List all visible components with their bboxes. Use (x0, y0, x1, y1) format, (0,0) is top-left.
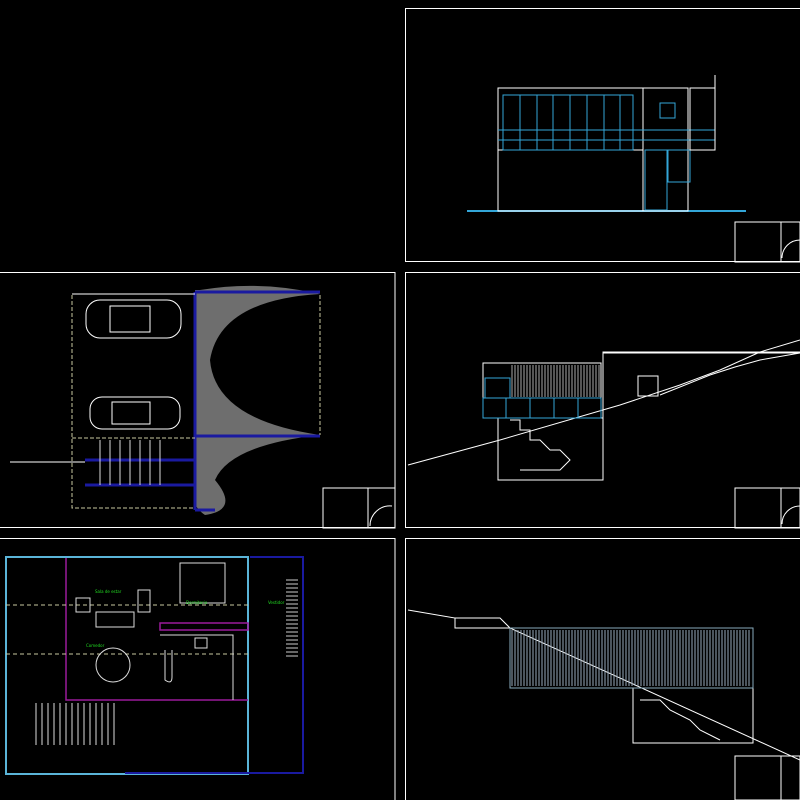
title-block (734, 755, 800, 800)
elevation-drawing (467, 75, 746, 212)
sheet-front-elevation[interactable] (405, 8, 800, 263)
stairs (35, 703, 115, 745)
section-drawing (407, 339, 800, 481)
section-drawing (407, 609, 800, 761)
room-label: Comedor (86, 643, 105, 648)
partitions (65, 558, 249, 701)
sheet-side-section[interactable] (405, 272, 800, 529)
room-label: Dormitorio (186, 600, 208, 605)
title-block (322, 487, 396, 529)
title-block (734, 487, 800, 529)
stairs (99, 440, 161, 485)
service-wall (125, 556, 304, 774)
title-block (734, 221, 800, 263)
sheet-long-section[interactable] (405, 538, 800, 800)
sheet-garage-plan[interactable] (0, 272, 396, 529)
cladding (511, 630, 750, 686)
sheet-border (0, 272, 396, 528)
axis-lines (6, 604, 250, 655)
property-line (71, 295, 321, 509)
cladding (511, 365, 600, 397)
furniture (75, 562, 234, 700)
room-label: Vestidor (268, 600, 285, 605)
sheet-border (0, 538, 396, 800)
glass-facade (482, 377, 602, 419)
closet (286, 579, 298, 657)
hatched-slope (193, 285, 320, 515)
sheet-border (405, 8, 800, 262)
sheet-border (405, 272, 800, 528)
car (89, 396, 181, 430)
sheet-border (405, 538, 800, 800)
car (85, 299, 182, 339)
cladding-volume (509, 627, 754, 689)
room-label: Sala de estar (95, 589, 122, 594)
sheet-floor-plan[interactable]: Sala de estar Dormitorio Vestidor Comedo… (0, 538, 396, 800)
